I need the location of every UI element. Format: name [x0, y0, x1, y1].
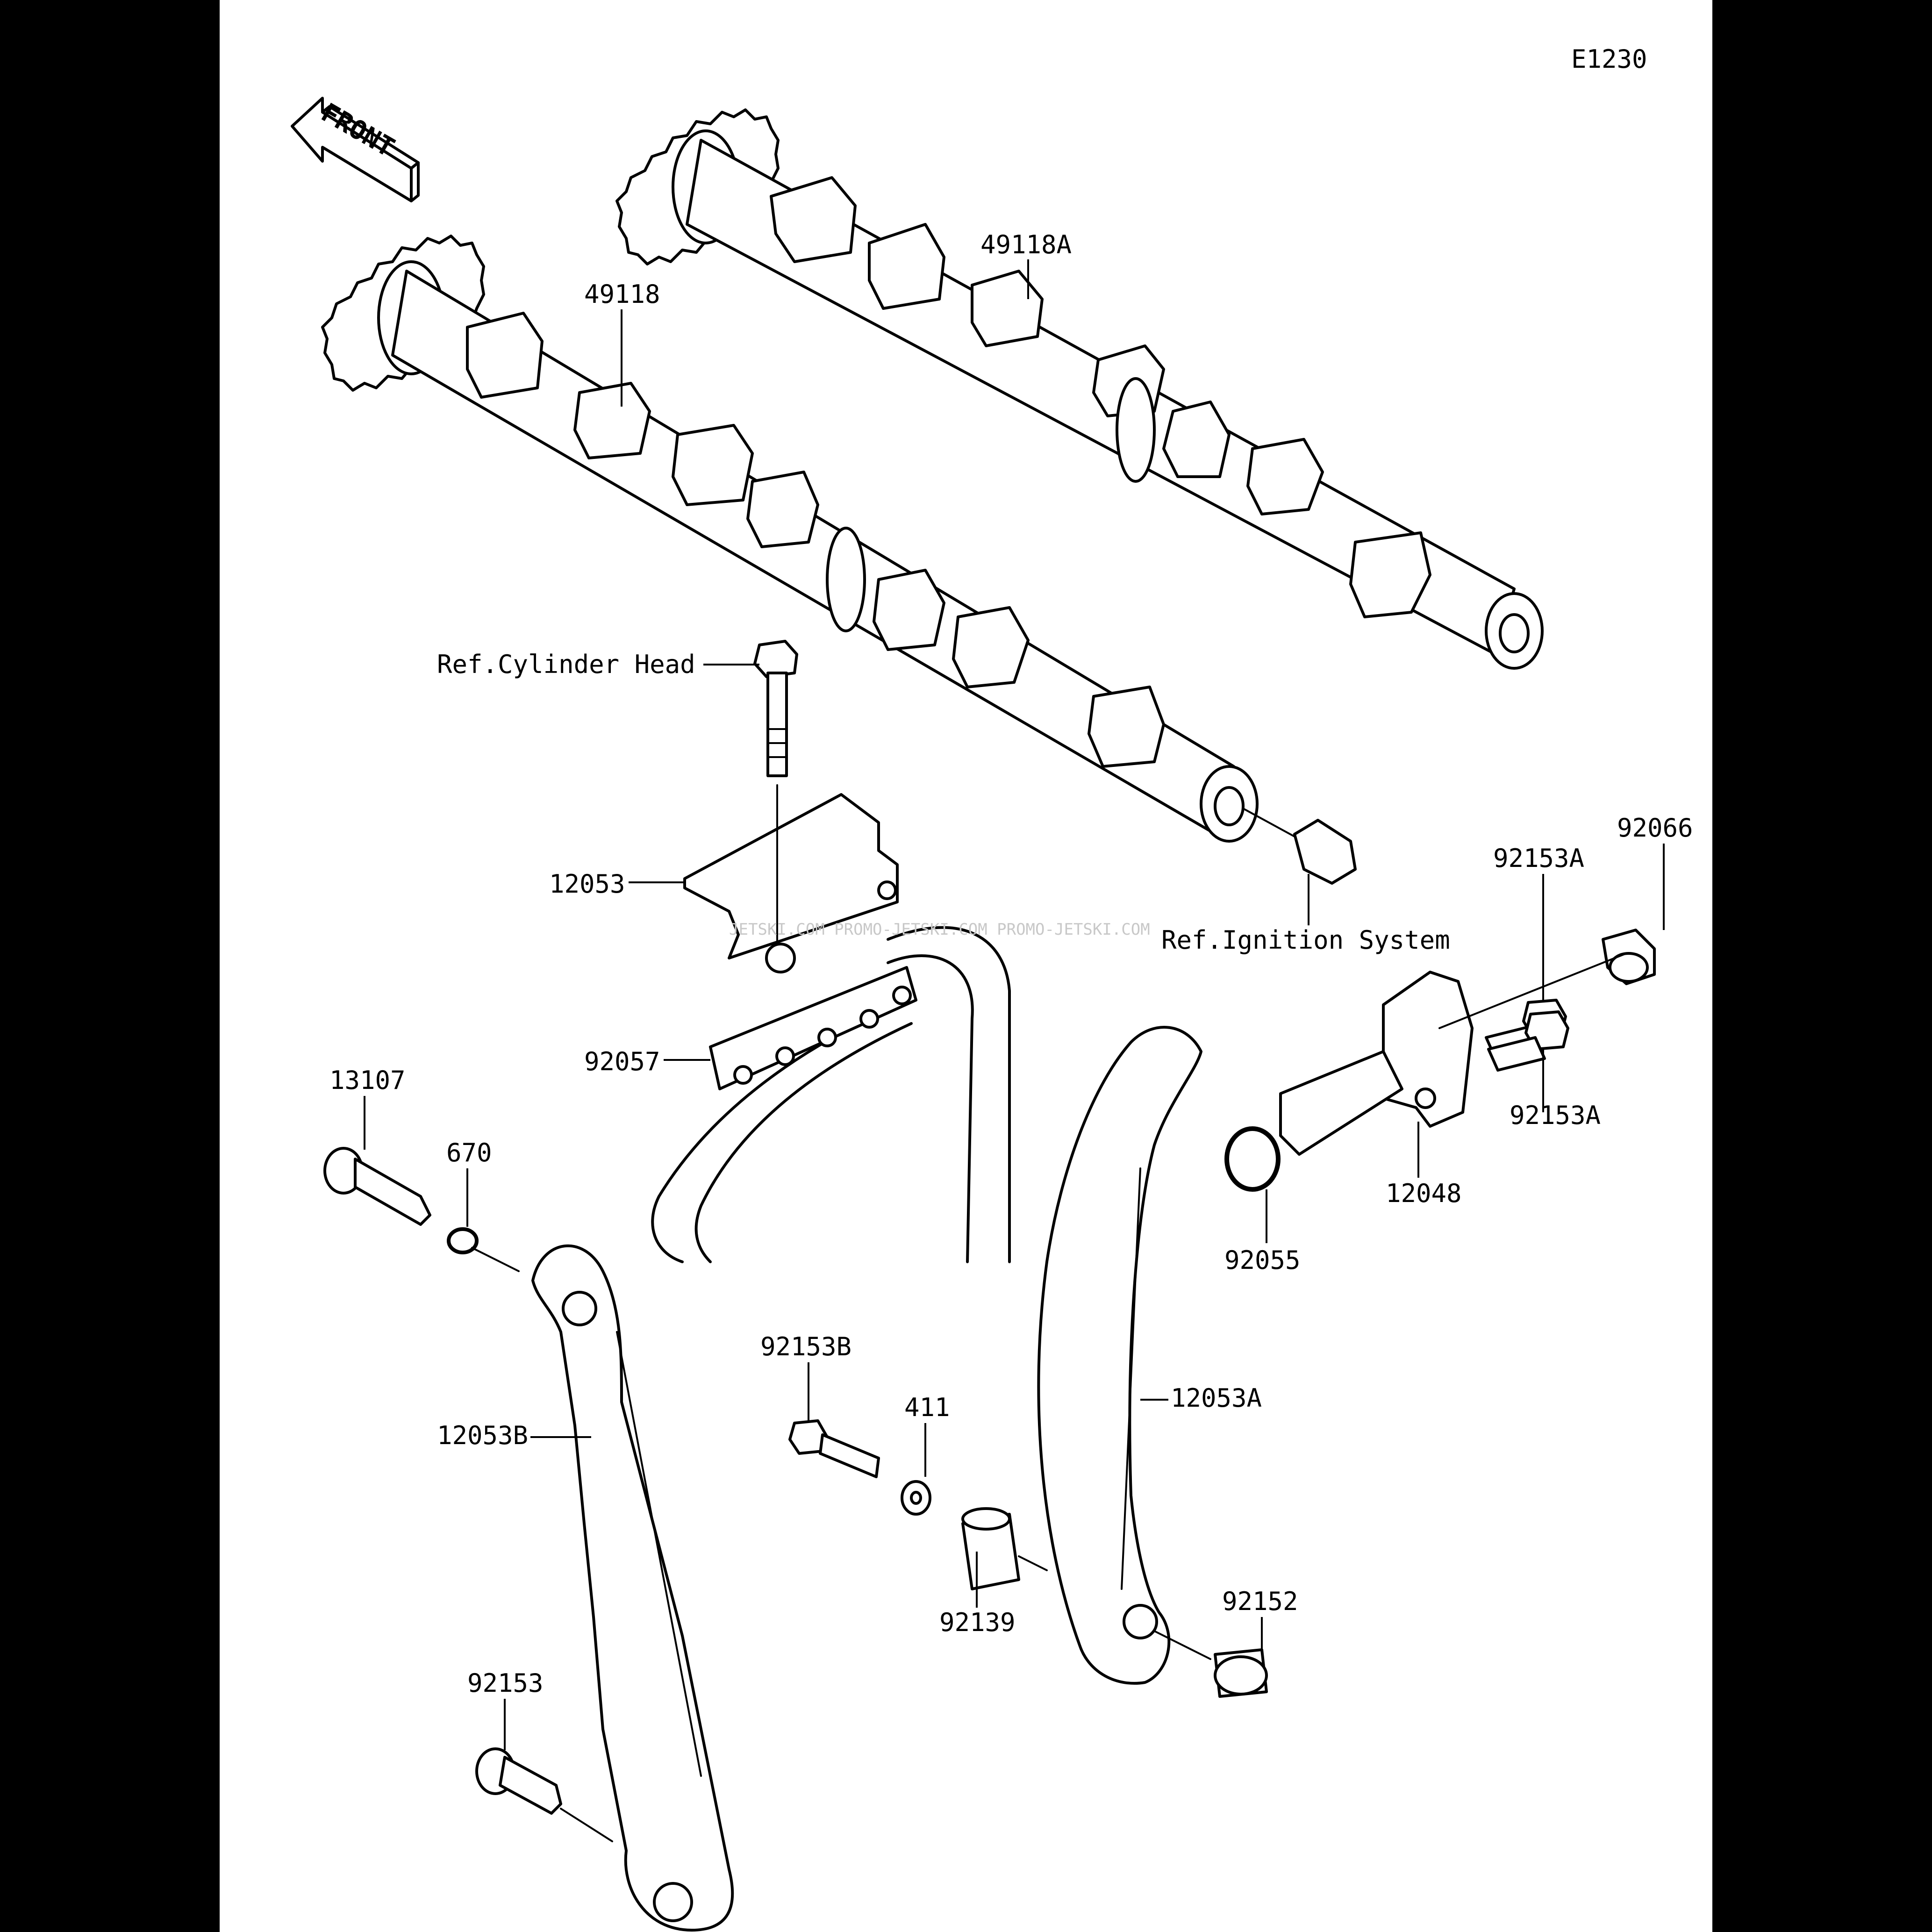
label-12053B: 12053B — [437, 1421, 528, 1450]
collar — [961, 1507, 1048, 1590]
label-92153B: 92153B — [760, 1332, 852, 1361]
watermark: JETSKI.COM PROMO-JETSKI.COM PROMO-JETSKI… — [729, 920, 1150, 939]
chain-guide-top — [683, 784, 899, 973]
cam-lobes-exhaust — [770, 176, 1431, 618]
label-49118A: 49118A — [980, 230, 1072, 259]
bolt-cylinder-head — [753, 640, 798, 777]
cam-lobes-intake — [466, 312, 1165, 768]
label-12053: 12053 — [549, 869, 625, 899]
camshaft-exhaust — [615, 108, 1544, 670]
label-13107: 13107 — [329, 1066, 406, 1095]
o-ring-small — [447, 1227, 479, 1254]
label-92152: 92152 — [1222, 1587, 1298, 1616]
guide-bolt — [788, 1419, 880, 1478]
label-670: 670 — [446, 1138, 492, 1167]
diagram-code: E1230 — [1571, 44, 1647, 74]
label-92057: 92057 — [584, 1047, 660, 1076]
tensioner-bolt-bottom — [1487, 1010, 1569, 1072]
pivot-bolt — [323, 1147, 431, 1226]
label-49118: 49118 — [584, 279, 660, 309]
label-ref-ignition-system: Ref.Ignition System — [1161, 925, 1450, 955]
label-92153A-top: 92153A — [1493, 844, 1584, 873]
tensioner-body — [1279, 952, 1627, 1156]
label-12053A: 12053A — [1171, 1383, 1262, 1413]
o-ring-tensioner — [1224, 1126, 1281, 1192]
chain-guide-right — [1037, 1026, 1202, 1685]
camshaft-intake — [321, 235, 1259, 843]
label-92153: 92153 — [467, 1668, 544, 1698]
guide-pivot-bolt — [475, 1747, 613, 1842]
label-92066: 92066 — [1617, 813, 1693, 843]
label-ref-cylinder-head: Ref.Cylinder Head — [437, 650, 695, 679]
tensioner-cap — [1602, 929, 1656, 985]
front-arrow-icon: FRONT — [291, 97, 420, 202]
label-92055: 92055 — [1224, 1245, 1301, 1275]
timing-chain — [651, 926, 1011, 1263]
ignition-pin — [1242, 808, 1357, 885]
collar-small — [1153, 1630, 1268, 1698]
label-12048: 12048 — [1386, 1179, 1462, 1208]
label-92139: 92139 — [939, 1608, 1016, 1637]
label-411: 411 — [904, 1393, 950, 1422]
chain-guide-left — [531, 1244, 734, 1932]
label-92153A-bottom: 92153A — [1510, 1101, 1601, 1130]
